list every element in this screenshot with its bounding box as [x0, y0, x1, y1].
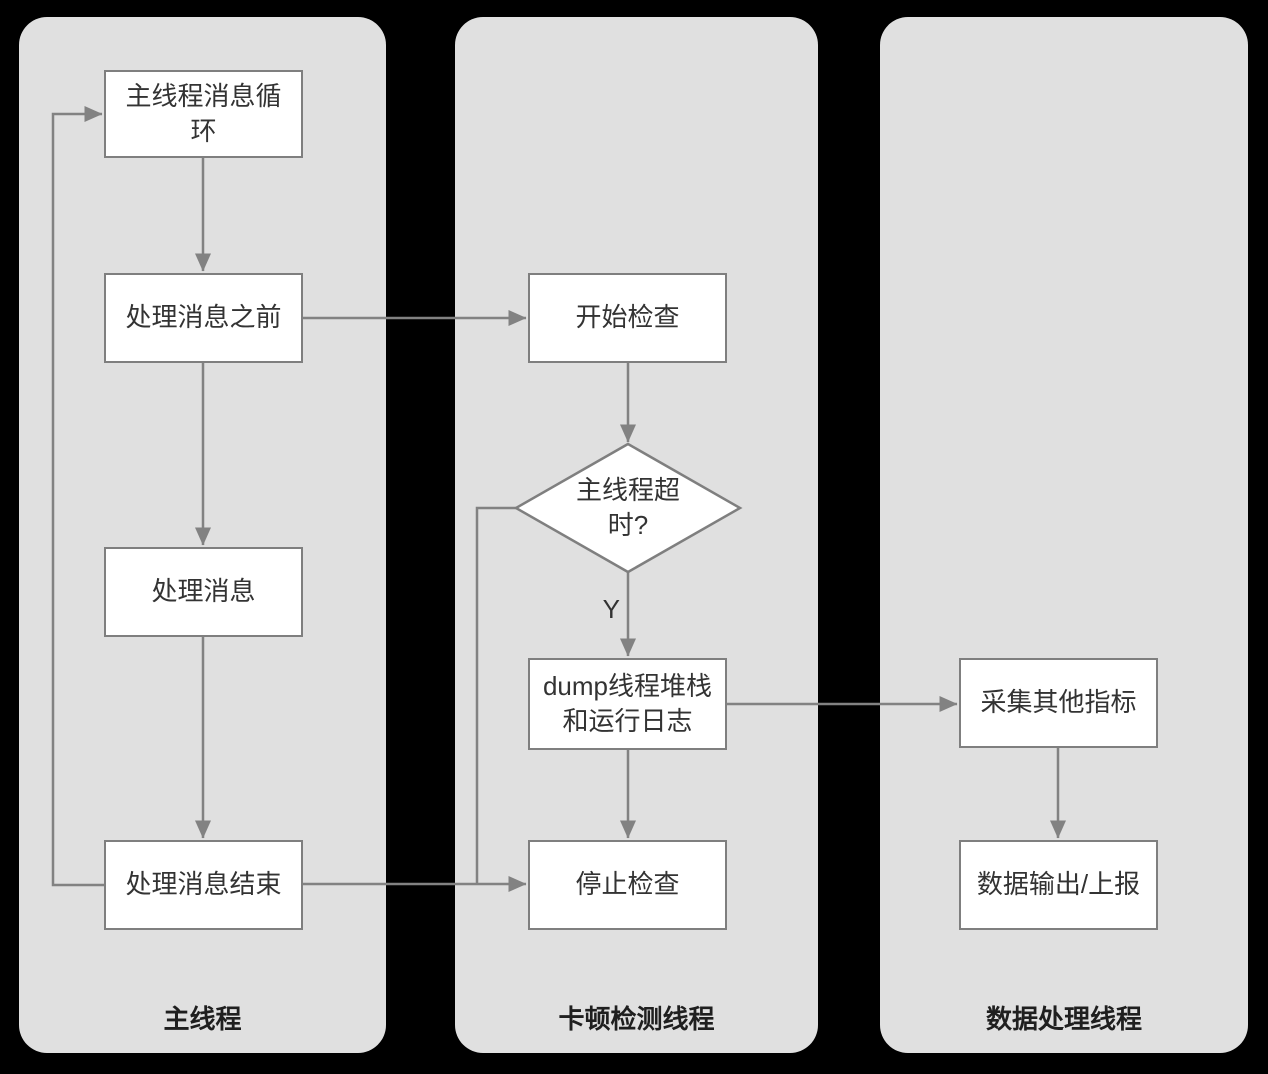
node-data-output-report: 数据输出/上报 — [959, 840, 1158, 930]
node-handle-message-end: 处理消息结束 — [104, 840, 303, 930]
lane-label-stall-detect-thread: 卡顿检测线程 — [558, 1004, 715, 1034]
node-collect-other-metrics: 采集其他指标 — [959, 658, 1158, 748]
node-dump-stack-and-log: dump线程堆栈 和运行日志 — [528, 658, 727, 750]
connector-timeout-branch-to-stopcheck — [475, 506, 516, 884]
node-start-check: 开始检查 — [528, 273, 727, 363]
edge-label-yes: Y — [602, 594, 620, 624]
node-main-thread-timeout-decision: 主线程超 时? — [575, 474, 680, 540]
decision-diamond-shape — [513, 442, 743, 574]
connector-endmsg-loopback-to-msgloop — [51, 106, 104, 887]
node-stop-check: 停止检查 — [528, 840, 727, 930]
node-main-thread-message-loop: 主线程消息循 环 — [104, 70, 303, 158]
node-before-handle-message: 处理消息之前 — [104, 273, 303, 363]
lane-label-main-thread: 主线程 — [163, 1004, 242, 1034]
node-handle-message: 处理消息 — [104, 547, 303, 637]
lane-label-data-process-thread: 数据处理线程 — [985, 1004, 1142, 1034]
